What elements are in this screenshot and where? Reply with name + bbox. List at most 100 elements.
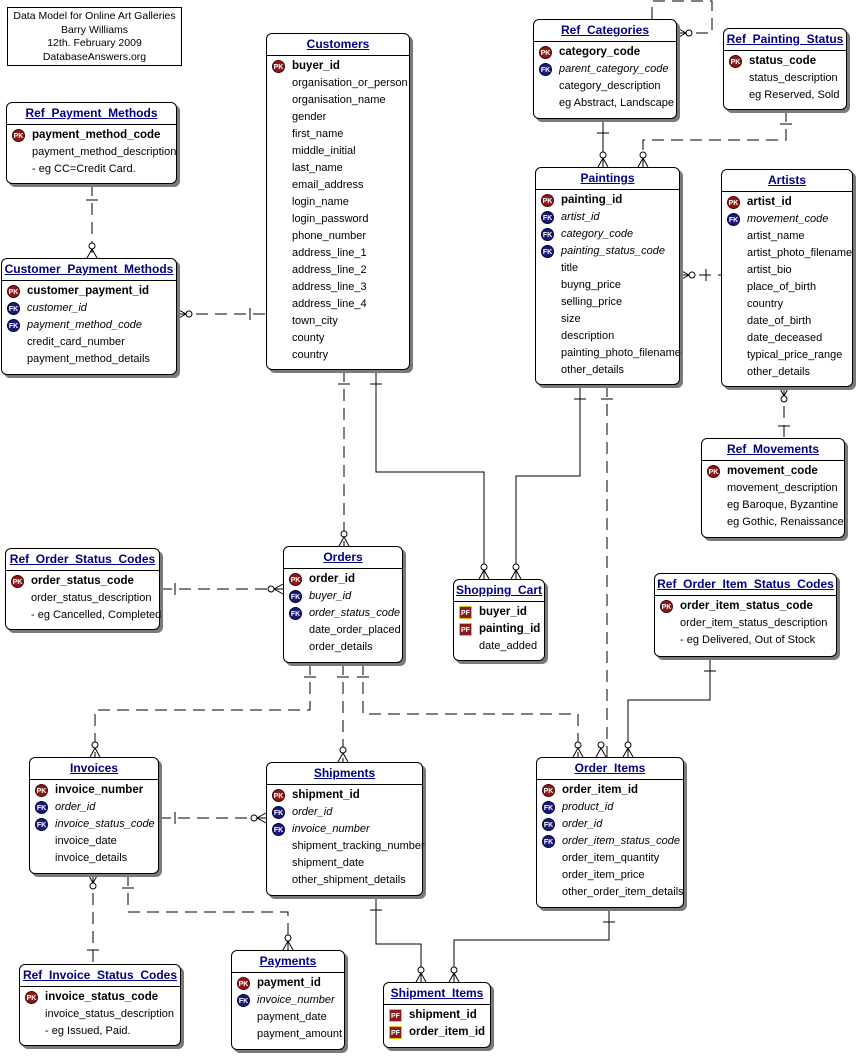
field-row[interactable]: address_line_2	[267, 262, 409, 279]
field-row[interactable]: gender	[267, 109, 409, 126]
field-row[interactable]: title	[536, 260, 679, 277]
field-row[interactable]: address_line_1	[267, 245, 409, 262]
field-row[interactable]: - eg Issued, Paid.	[20, 1023, 180, 1040]
field-row[interactable]: invoice_details	[30, 850, 158, 867]
field-row[interactable]: other_shipment_details	[267, 872, 422, 889]
field-row[interactable]: shipment_tracking_number	[267, 838, 425, 855]
field-row[interactable]: eg Abstract, Landscape	[534, 95, 676, 112]
field-row[interactable]: date_order_placed	[284, 622, 402, 639]
field-row[interactable]: place_of_birth	[722, 279, 852, 296]
field-row[interactable]: credit_card_number	[2, 334, 176, 351]
field-row[interactable]: town_city	[267, 313, 409, 330]
field-row[interactable]: phone_number	[267, 228, 409, 245]
field-row[interactable]: payment_method_details	[2, 351, 176, 368]
field-row[interactable]: status_description	[724, 70, 846, 87]
field-row[interactable]: invoice_date	[30, 833, 158, 850]
field-row[interactable]: order_item_price	[537, 867, 683, 884]
field-row[interactable]: category_description	[534, 78, 676, 95]
field-row[interactable]: organisation_or_person	[267, 75, 409, 92]
field-row[interactable]: country	[267, 347, 409, 364]
field-row[interactable]: size	[536, 311, 679, 328]
field-row[interactable]: order_item_quantity	[537, 850, 683, 867]
field-row[interactable]: other_details	[536, 362, 679, 379]
field-row[interactable]: buyng_price	[536, 277, 679, 294]
field-row[interactable]: payment_date	[232, 1009, 344, 1026]
field-row[interactable]: county	[267, 330, 409, 347]
field-row[interactable]: eg Baroque, Byzantine	[702, 497, 844, 514]
field-row[interactable]: selling_price	[536, 294, 679, 311]
field-row[interactable]: order_status_description	[6, 590, 159, 607]
field-row[interactable]: payment_method_description	[7, 144, 176, 161]
field-row[interactable]: typical_price_range	[722, 347, 852, 364]
field-row[interactable]: shipment_date	[267, 855, 422, 872]
field-row[interactable]: last_name	[267, 160, 409, 177]
field-row[interactable]: organisation_name	[267, 92, 409, 109]
field-row[interactable]: login_name	[267, 194, 409, 211]
field-row[interactable]: first_name	[267, 126, 409, 143]
field-row[interactable]: address_line_4	[267, 296, 409, 313]
field-row[interactable]: country	[722, 296, 852, 313]
field-row[interactable]: description	[536, 328, 679, 345]
field-row[interactable]: invoice_status_description	[20, 1006, 180, 1023]
field-row[interactable]: - eg Cancelled, Completed	[6, 607, 161, 624]
field-row[interactable]: artist_photo_filename	[722, 245, 852, 262]
field-row[interactable]: date_of_birth	[722, 313, 852, 330]
field-row[interactable]: address_line_3	[267, 279, 409, 296]
field-row[interactable]: date_added	[454, 638, 544, 655]
field-row[interactable]: - eg CC=Credit Card.	[7, 161, 176, 178]
field-row[interactable]: other_details	[722, 364, 852, 381]
field-row[interactable]: payment_amount	[232, 1026, 344, 1043]
field-row[interactable]: painting_photo_filename	[536, 345, 681, 362]
field-row[interactable]: eg Gothic, Renaissance	[702, 514, 844, 531]
field-row[interactable]: artist_name	[722, 228, 852, 245]
field-row[interactable]: artist_bio	[722, 262, 852, 279]
